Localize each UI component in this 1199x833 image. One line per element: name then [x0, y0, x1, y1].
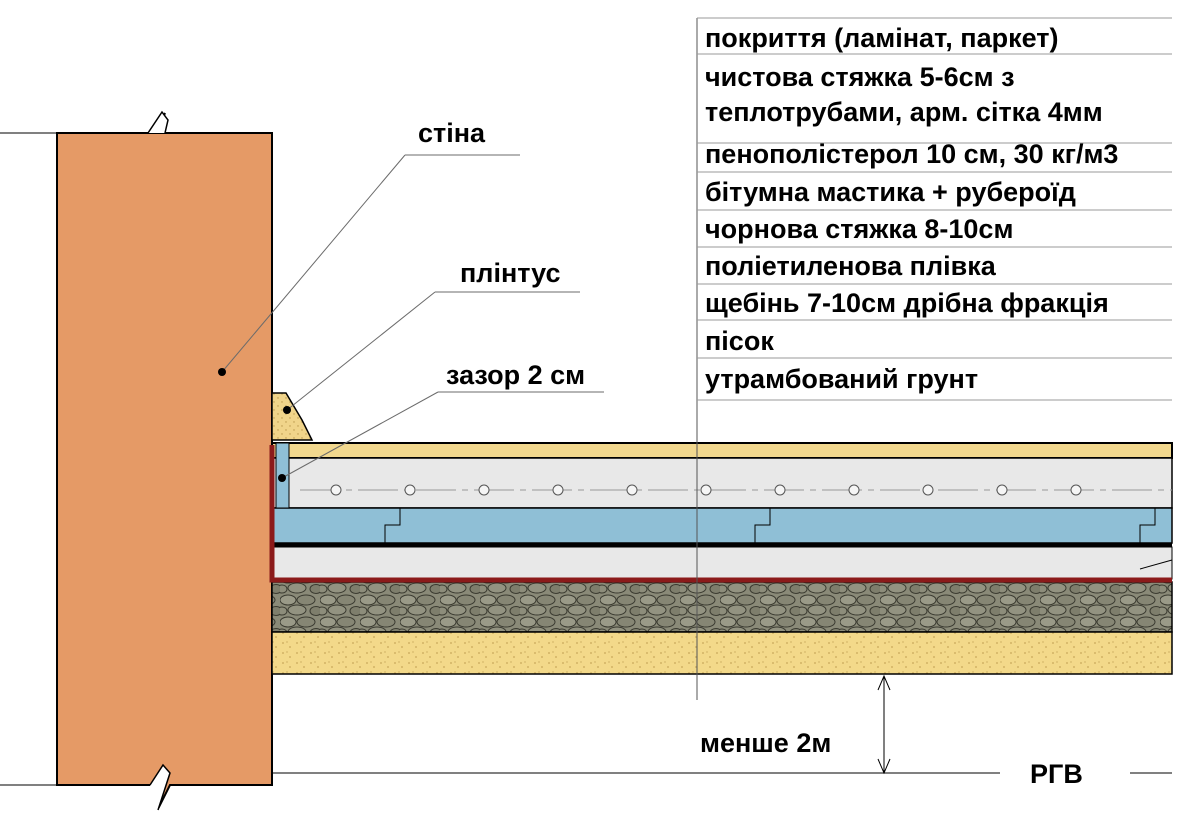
layer-finish-screed	[271, 457, 1173, 509]
callouts: стіна плінтус зазор 2 см	[218, 118, 604, 482]
heating-pipe	[774, 484, 786, 496]
layer-label: бітумна мастика + руберoїд	[705, 177, 1076, 207]
gap-callout-dot	[278, 474, 286, 482]
groundwater-level-label: РГВ	[1030, 759, 1083, 789]
layer-label: теплотрубами, арм. сітка 4мм	[705, 97, 1103, 127]
layer-label: утрамбований грунт	[705, 364, 978, 394]
layer-label: чистова стяжка 5-6см з	[705, 62, 1015, 92]
layer-label: пенополістерол 10 см, 30 кг/м3	[705, 139, 1118, 169]
plinth-callout-label: плінтус	[460, 258, 561, 288]
heating-pipe	[626, 484, 638, 496]
plinth-callout-dot	[283, 406, 291, 414]
heating-pipe	[922, 484, 934, 496]
heating-pipe	[404, 484, 416, 496]
layer-polyethylene-film	[269, 445, 1172, 583]
heating-pipe	[552, 484, 564, 496]
heating-pipe	[330, 484, 342, 496]
heating-pipe	[1070, 484, 1082, 496]
heating-pipe	[848, 484, 860, 496]
groundwater-level: РГВ	[272, 759, 1172, 789]
depth-dimension: менше 2м	[700, 674, 891, 775]
layer-label: поліетиленова плівка	[705, 251, 997, 281]
heating-pipes	[330, 484, 1082, 496]
depth-dimension-label: менше 2м	[700, 728, 831, 758]
plinth	[271, 392, 314, 441]
layer-label: пісок	[705, 326, 774, 356]
layer-sand	[271, 631, 1173, 675]
floor-layers	[269, 392, 1173, 675]
heating-pipe	[700, 484, 712, 496]
layer-gravel	[271, 581, 1173, 633]
heating-pipe	[478, 484, 490, 496]
wall	[0, 110, 273, 811]
wall-callout-dot	[218, 368, 226, 376]
wall-callout-label: стіна	[418, 118, 486, 148]
layers-table: покриття (ламінат, паркет) чистова стяжка…	[696, 17, 1172, 700]
layer-label: чорнова стяжка 8-10см	[705, 214, 1013, 244]
layer-finish-coating	[271, 442, 1173, 459]
layer-insulation	[271, 507, 1173, 544]
layer-rough-screed	[271, 546, 1173, 580]
layer-label: покриття (ламінат, паркет)	[705, 23, 1058, 53]
heating-pipe	[996, 484, 1008, 496]
gap-callout-label: зазор 2 см	[446, 360, 585, 390]
layer-label: щебінь 7-10см дрібна фракція	[705, 288, 1109, 318]
